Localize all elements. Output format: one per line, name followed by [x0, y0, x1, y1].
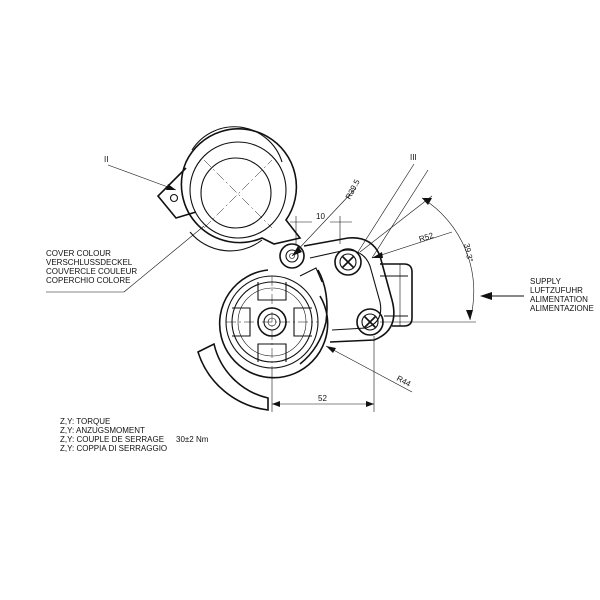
dust-cover [156, 126, 302, 252]
dim-angle: 39.3° [462, 243, 475, 263]
dim-r39-5: R39.5 [344, 177, 362, 201]
dim-10: 10 [316, 212, 325, 221]
screw-lower [356, 308, 384, 336]
view-marker-ii: II [104, 155, 177, 191]
cover-colour-line-3: COUVERCLE COULEUR [46, 267, 137, 276]
torque-line-1: Z,Y: TORQUE [60, 417, 110, 426]
supply-arrow-icon [480, 292, 492, 300]
coupling-head [197, 267, 329, 411]
torque-line-2: Z,Y: ANZUGSMOMENT [60, 426, 145, 435]
screw-upper [334, 248, 362, 276]
torque-value: 30±2 Nm [176, 435, 209, 444]
supply-line-3: ALIMENTATION [530, 295, 588, 304]
dim-r52: R52 [418, 231, 435, 244]
cover-colour-line-1: COVER COLOUR [46, 249, 111, 258]
cover-colour-line-2: VERSCHLUSSDECKEL [46, 258, 133, 267]
dim-r44: R44 [395, 374, 413, 389]
cover-colour-callout: COVER COLOUR VERSCHLUSSDECKEL COUVERCLE … [46, 225, 205, 293]
torque-line-4: Z,Y: COPPIA DI SERRAGGIO [60, 444, 167, 453]
cover-colour-line-4: COPERCHIO COLORE [46, 276, 130, 285]
supply-line-4: ALIMENTAZIONE [530, 304, 594, 313]
torque-line-3: Z,Y: COUPLE DE SERRAGE [60, 435, 164, 444]
dimensions: R39.5 10 III R52 39.3° R44 52 [271, 153, 476, 412]
hinge-pin [279, 243, 305, 269]
supply-line-1: SUPPLY [530, 277, 562, 286]
torque-notes: Z,Y: TORQUE Z,Y: ANZUGSMOMENT Z,Y: COUPL… [60, 417, 209, 453]
view-iii-label: III [410, 153, 417, 162]
view-ii-label: II [104, 155, 108, 164]
tab-hole-icon [169, 193, 179, 203]
supply-line-2: LUFTZUFUHR [530, 286, 583, 295]
supply-callout: SUPPLY LUFTZUFUHR ALIMENTATION ALIMENTAZ… [480, 277, 594, 313]
dim-52: 52 [318, 394, 327, 403]
